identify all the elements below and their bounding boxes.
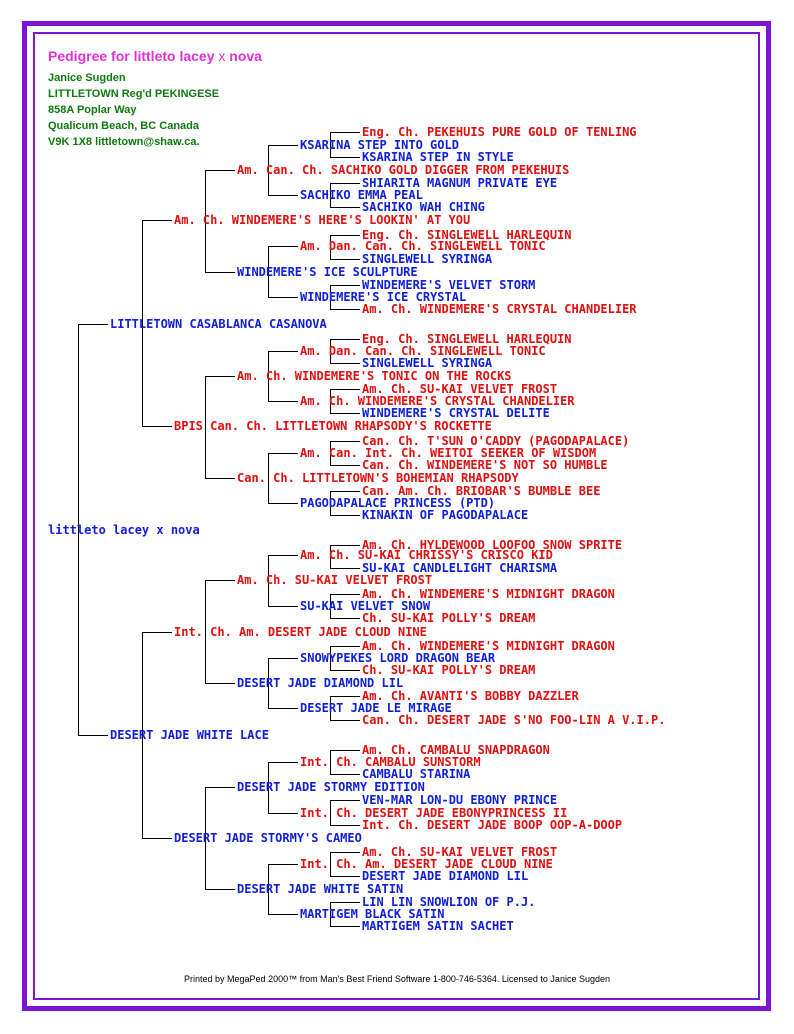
dog-ddd-sire: Int. Ch. Am. DESERT JADE CLOUD NINE — [300, 857, 553, 871]
dog-subject: littleto lacey x nova — [48, 523, 200, 537]
title-x: x — [214, 48, 230, 64]
dog-sire-sire: Am. Ch. WINDEMERE'S HERE'S LOOKIN' AT YO… — [174, 213, 471, 227]
dog-dsd-dam: DESERT JADE LE MIRAGE — [300, 701, 452, 715]
dog-sds-dam: Am. Ch. WINDEMERE'S CRYSTAL CHANDELIER — [300, 394, 575, 408]
dog-ssd-sire: Am. Dan. Can. Ch. SINGLEWELL TONIC — [300, 239, 546, 253]
title-prefix: Pedigree for littleto lacey — [48, 48, 215, 64]
dog-sds-dam-sire: Am. Ch. SU-KAI VELVET FROST — [362, 382, 558, 396]
owner-name: Janice Sugden — [48, 72, 126, 84]
dog-dam-sire: Int. Ch. Am. DESERT JADE CLOUD NINE — [174, 625, 427, 639]
dog-ddd-sire-dam: DESERT JADE DIAMOND LIL — [362, 869, 529, 883]
dog-sdd-dam-sire: Can. Am. Ch. BRIOBAR'S BUMBLE BEE — [362, 484, 601, 498]
dog-dss-dam-sire: Am. Ch. WINDEMERE'S MIDNIGHT DRAGON — [362, 587, 615, 601]
dog-dds-sire: Int. Ch. CAMBALU SUNSTORM — [300, 755, 481, 769]
dog-dss-sire-sire: Am. Ch. HYLDEWOOD LOOFOO SNOW SPRITE — [362, 538, 623, 552]
dog-ssd-dam: WINDEMERE'S ICE CRYSTAL — [300, 290, 467, 304]
dog-dds: DESERT JADE STORMY EDITION — [237, 780, 425, 794]
dog-sds-dam-dam: WINDEMERE'S CRYSTAL DELITE — [362, 406, 550, 420]
dog-dam: DESERT JADE WHITE LACE — [110, 728, 269, 742]
dog-sire-dam: BPIS Can. Ch. LITTLETOWN RHAPSODY'S ROCK… — [174, 419, 492, 433]
dog-dds-dam-dam: Int. Ch. DESERT JADE BOOP OOP-A-DOOP — [362, 818, 623, 832]
dog-dss: Am. Ch. SU-KAI VELVET FROST — [237, 573, 433, 587]
dog-ddd-dam-sire: LIN LIN SNOWLION OF P.J. — [362, 895, 536, 909]
dog-sss-dam-sire: SHIARITA MAGNUM PRIVATE EYE — [362, 176, 558, 190]
title-suffix: nova — [229, 48, 262, 64]
dog-dsd-dam-sire: Am. Ch. AVANTI'S BOBBY DAZZLER — [362, 689, 579, 703]
dog-dds-sire-sire: Am. Ch. CAMBALU SNAPDRAGON — [362, 743, 550, 757]
dog-dss-dam-dam: Ch. SU-KAI POLLY'S DREAM — [362, 611, 536, 625]
dog-sire: LITTLETOWN CASABLANCA CASANOVA — [110, 317, 327, 331]
dog-dsd-sire: SNOWYPEKES LORD DRAGON BEAR — [300, 651, 496, 665]
dog-sds-sire: Am. Dan. Can. Ch. SINGLEWELL TONIC — [300, 344, 546, 358]
dog-dss-sire-dam: SU-KAI CANDLELIGHT CHARISMA — [362, 561, 558, 575]
dog-dsd-sire-sire: Am. Ch. WINDEMERE'S MIDNIGHT DRAGON — [362, 639, 615, 653]
dog-ssd: WINDEMERE'S ICE SCULPTURE — [237, 265, 418, 279]
page-title: Pedigree for littleto lacey x nova — [48, 48, 262, 64]
dog-ssd-dam-dam: Am. Ch. WINDEMERE'S CRYSTAL CHANDELIER — [362, 302, 637, 316]
dog-sss-sire: KSARINA STEP INTO GOLD — [300, 138, 459, 152]
dog-ssd-sire-sire: Eng. Ch. SINGLEWELL HARLEQUIN — [362, 228, 572, 242]
dog-dds-sire-dam: CAMBALU STARINA — [362, 767, 471, 781]
dog-ddd-dam-dam: MARTIGEM SATIN SACHET — [362, 919, 514, 933]
dog-sds-sire-dam: SINGLEWELL SYRINGA — [362, 356, 493, 370]
dog-dsd-dam-dam: Can. Ch. DESERT JADE S'NO FOO-LIN A V.I.… — [362, 713, 666, 727]
dog-sire-sire-sire: Am. Can. Ch. SACHIKO GOLD DIGGER FROM PE… — [237, 163, 570, 177]
dog-ssd-sire-dam: SINGLEWELL SYRINGA — [362, 252, 493, 266]
owner-postal-email: V9K 1X8 littletown@shaw.ca. — [48, 136, 200, 148]
dog-sss-dam: SACHIKO EMMA PEAL — [300, 188, 423, 202]
dog-sdd-sire-dam: Can. Ch. WINDEMERE'S NOT SO HUMBLE — [362, 458, 608, 472]
dog-ddd-sire-sire: Am. Ch. SU-KAI VELVET FROST — [362, 845, 558, 859]
dog-sds-sire-sire: Eng. Ch. SINGLEWELL HARLEQUIN — [362, 332, 572, 346]
dog-sdd-sire-sire: Can. Ch. T'SUN O'CADDY (PAGODAPALACE) — [362, 434, 630, 448]
dog-sdd-dam: PAGODAPALACE PRINCESS (PTD) — [300, 496, 496, 510]
dog-dds-dam: Int. Ch. DESERT JADE EBONYPRINCESS II — [300, 806, 568, 820]
dog-sss-sire-sire: Eng. Ch. PEKEHUIS PURE GOLD OF TENLING — [362, 125, 637, 139]
dog-ddd: DESERT JADE WHITE SATIN — [237, 882, 404, 896]
owner-city: Qualicum Beach, BC Canada — [48, 120, 199, 132]
dog-sss-dam-dam: SACHIKO WAH CHING — [362, 200, 485, 214]
footer-credit: Printed by MegaPed 2000™ from Man's Best… — [184, 974, 610, 984]
dog-dss-sire: Am. Ch. SU-KAI CHRISSY'S CRISCO KID — [300, 548, 553, 562]
dog-dam-dam: DESERT JADE STORMY'S CAMEO — [174, 831, 362, 845]
page-border-inner — [33, 32, 760, 1000]
dog-ddd-dam: MARTIGEM BLACK SATIN — [300, 907, 445, 921]
page-border-outer — [22, 21, 771, 1011]
dog-dsd: DESERT JADE DIAMOND LIL — [237, 676, 404, 690]
dog-sdd-dam-dam: KINAKIN OF PAGODAPALACE — [362, 508, 529, 522]
dog-sdd: Can. Ch. LITTLETOWN'S BOHEMIAN RHAPSODY — [237, 471, 519, 485]
dog-dss-dam: SU-KAI VELVET SNOW — [300, 599, 431, 613]
dog-sds: Am. Ch. WINDEMERE'S TONIC ON THE ROCKS — [237, 369, 512, 383]
dog-sdd-sire: Am. Can. Int. Ch. WEITOI SEEKER OF WISDO… — [300, 446, 597, 460]
dog-sss-sire-dam: KSARINA STEP IN STYLE — [362, 150, 514, 164]
dog-dds-dam-sire: VEN-MAR LON-DU EBONY PRINCE — [362, 793, 558, 807]
owner-street: 858A Poplar Way — [48, 104, 137, 116]
owner-kennel: LITTLETOWN Reg'd PEKINGESE — [48, 88, 220, 100]
owner-info: Janice Sugden LITTLETOWN Reg'd PEKINGESE… — [48, 70, 219, 150]
dog-ssd-dam-sire: WINDEMERE'S VELVET STORM — [362, 278, 536, 292]
dog-dsd-sire-dam: Ch. SU-KAI POLLY'S DREAM — [362, 663, 536, 677]
